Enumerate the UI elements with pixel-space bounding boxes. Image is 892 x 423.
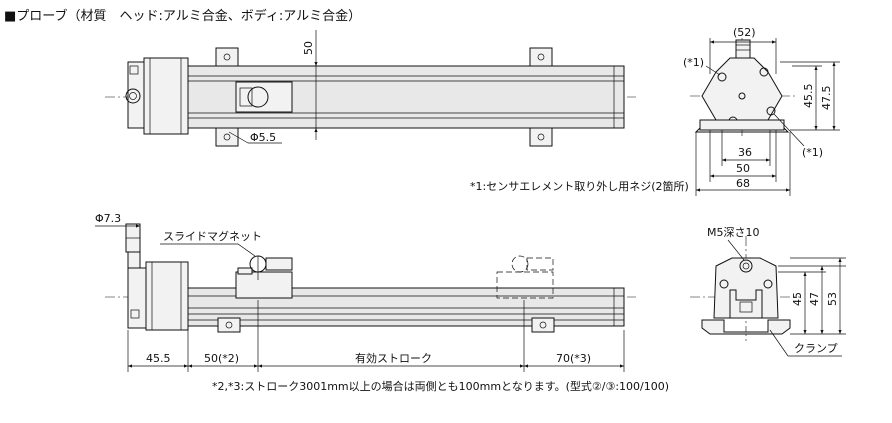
- end-top-dim-36: 36: [738, 146, 752, 159]
- end-bottom-dim-53: 53: [826, 292, 839, 306]
- end-top-dim-47-5: 47.5: [820, 86, 833, 111]
- end-top-dim-50: 50: [736, 162, 750, 175]
- top-view-dim-hole: Φ5.5: [250, 131, 276, 144]
- side-label-magnet: スライドマグネット: [163, 229, 262, 243]
- end-top-dim-45-5: 45.5: [802, 84, 815, 109]
- end-top-callout-left: (*1): [683, 56, 704, 69]
- page-title: ■プローブ（材質 ヘッド:アルミ合金、ボディ:アルミ合金）: [4, 8, 361, 24]
- end-top-callout-right: (*1): [802, 146, 823, 159]
- side-dim-45-5: 45.5: [146, 352, 171, 365]
- end-top-note: *1:センサエレメント取り外し用ネジ(2箇所): [470, 179, 689, 193]
- end-view-bottom: M5深さ10 45 47 53 クランプ: [690, 226, 846, 357]
- end-top-dim-68: 68: [736, 177, 750, 190]
- end-top-dim-52: (52): [733, 26, 756, 39]
- side-dim-50: 50(*2): [204, 352, 239, 365]
- side-dim-stroke: 有効ストローク: [355, 351, 432, 365]
- end-bottom-label-clamp: クランプ: [794, 342, 838, 355]
- end-bottom-label-screw: M5深さ10: [707, 226, 760, 239]
- end-view-top: (52) 36 50 68 45.5 47.5 (*1) (*1): [683, 26, 840, 196]
- end-bottom-dim-47: 47: [808, 292, 821, 306]
- top-view: 50 Φ5.5: [105, 30, 636, 147]
- side-view: スライドマグネット Φ7.3 45.5 50(*2) 有効ストローク 70(*3…: [95, 212, 636, 372]
- side-note: *2,*3:ストローク3001mm以上の場合は両側とも100mmとなります。(型…: [212, 379, 669, 393]
- side-dim-70: 70(*3): [556, 352, 591, 365]
- top-view-dim-height: 50: [302, 41, 315, 55]
- side-dim-cable: Φ7.3: [95, 212, 121, 225]
- end-bottom-dim-45: 45: [791, 292, 804, 306]
